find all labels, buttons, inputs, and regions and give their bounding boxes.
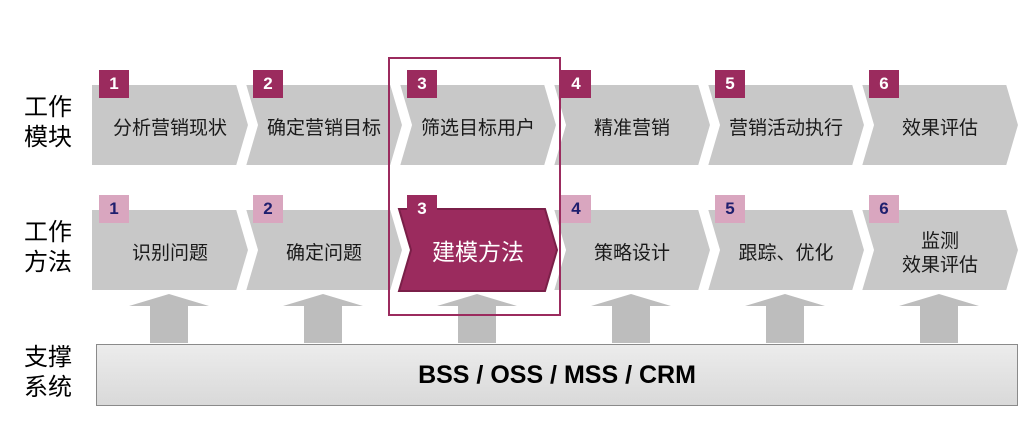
methods-step-label-6: 监测 效果评估 <box>901 230 978 276</box>
methods-step-number-6: 6 <box>869 195 899 223</box>
modules-step-number-2: 2 <box>253 70 283 98</box>
support-arrow-2 <box>283 294 363 343</box>
support-arrow-1 <box>129 294 209 343</box>
modules-step-number-1: 1 <box>99 70 129 98</box>
methods-step-label-1: 识别问题 <box>131 242 208 264</box>
methods-step-label-2: 确定问题 <box>285 242 362 264</box>
support-arrow-6 <box>899 294 979 343</box>
modules-step-number-5: 5 <box>715 70 745 98</box>
methods-step-label-5: 跟踪、优化 <box>738 242 834 264</box>
methods-chevron-4 <box>551 208 713 292</box>
modules-step-number-4: 4 <box>561 70 591 98</box>
modules-chevron-1 <box>90 83 251 167</box>
methods-step-label-3: 建模方法 <box>432 240 524 266</box>
modules-chevron-5 <box>705 83 867 167</box>
modules-step-number-6: 6 <box>869 70 899 98</box>
modules-chevron-6 <box>859 83 1021 167</box>
methods-step-label-4: 策略设计 <box>593 242 670 264</box>
support-arrow-5 <box>745 294 825 343</box>
row-label-support: 支撑 系统 <box>24 343 72 401</box>
modules-step-label-1: 分析营销现状 <box>112 117 227 139</box>
modules-step-label-6: 效果评估 <box>901 117 978 139</box>
support-systems-label: BSS / OSS / MSS / CRM <box>418 360 696 389</box>
methods-step-number-4: 4 <box>561 195 591 223</box>
methods-chevron-2 <box>243 208 405 292</box>
modules-step-number-3: 3 <box>407 70 437 98</box>
modules-step-label-5: 营销活动执行 <box>728 117 843 139</box>
methods-step-number-1: 1 <box>99 195 129 223</box>
support-arrow-4 <box>591 294 671 343</box>
methods-chevron-5 <box>705 208 867 292</box>
methods-chevron-6 <box>859 208 1021 292</box>
modules-chevron-4 <box>551 83 713 167</box>
methods-chevron-3 <box>397 208 559 292</box>
methods-step-number-5: 5 <box>715 195 745 223</box>
methods-step-number-2: 2 <box>253 195 283 223</box>
row-label-modules: 工作 模块 <box>24 93 72 151</box>
support-arrow-3 <box>437 294 517 343</box>
modules-step-label-3: 筛选目标用户 <box>420 117 535 139</box>
modules-chevron-3 <box>397 83 559 167</box>
methods-step-number-3: 3 <box>407 195 437 223</box>
row-label-methods: 工作 方法 <box>24 218 72 276</box>
support-systems-bar: BSS / OSS / MSS / CRM <box>96 344 1018 406</box>
modules-step-label-4: 精准营销 <box>593 117 670 139</box>
modules-step-label-2: 确定营销目标 <box>266 117 381 139</box>
methods-chevron-1 <box>90 208 251 292</box>
modules-chevron-2 <box>243 83 405 167</box>
